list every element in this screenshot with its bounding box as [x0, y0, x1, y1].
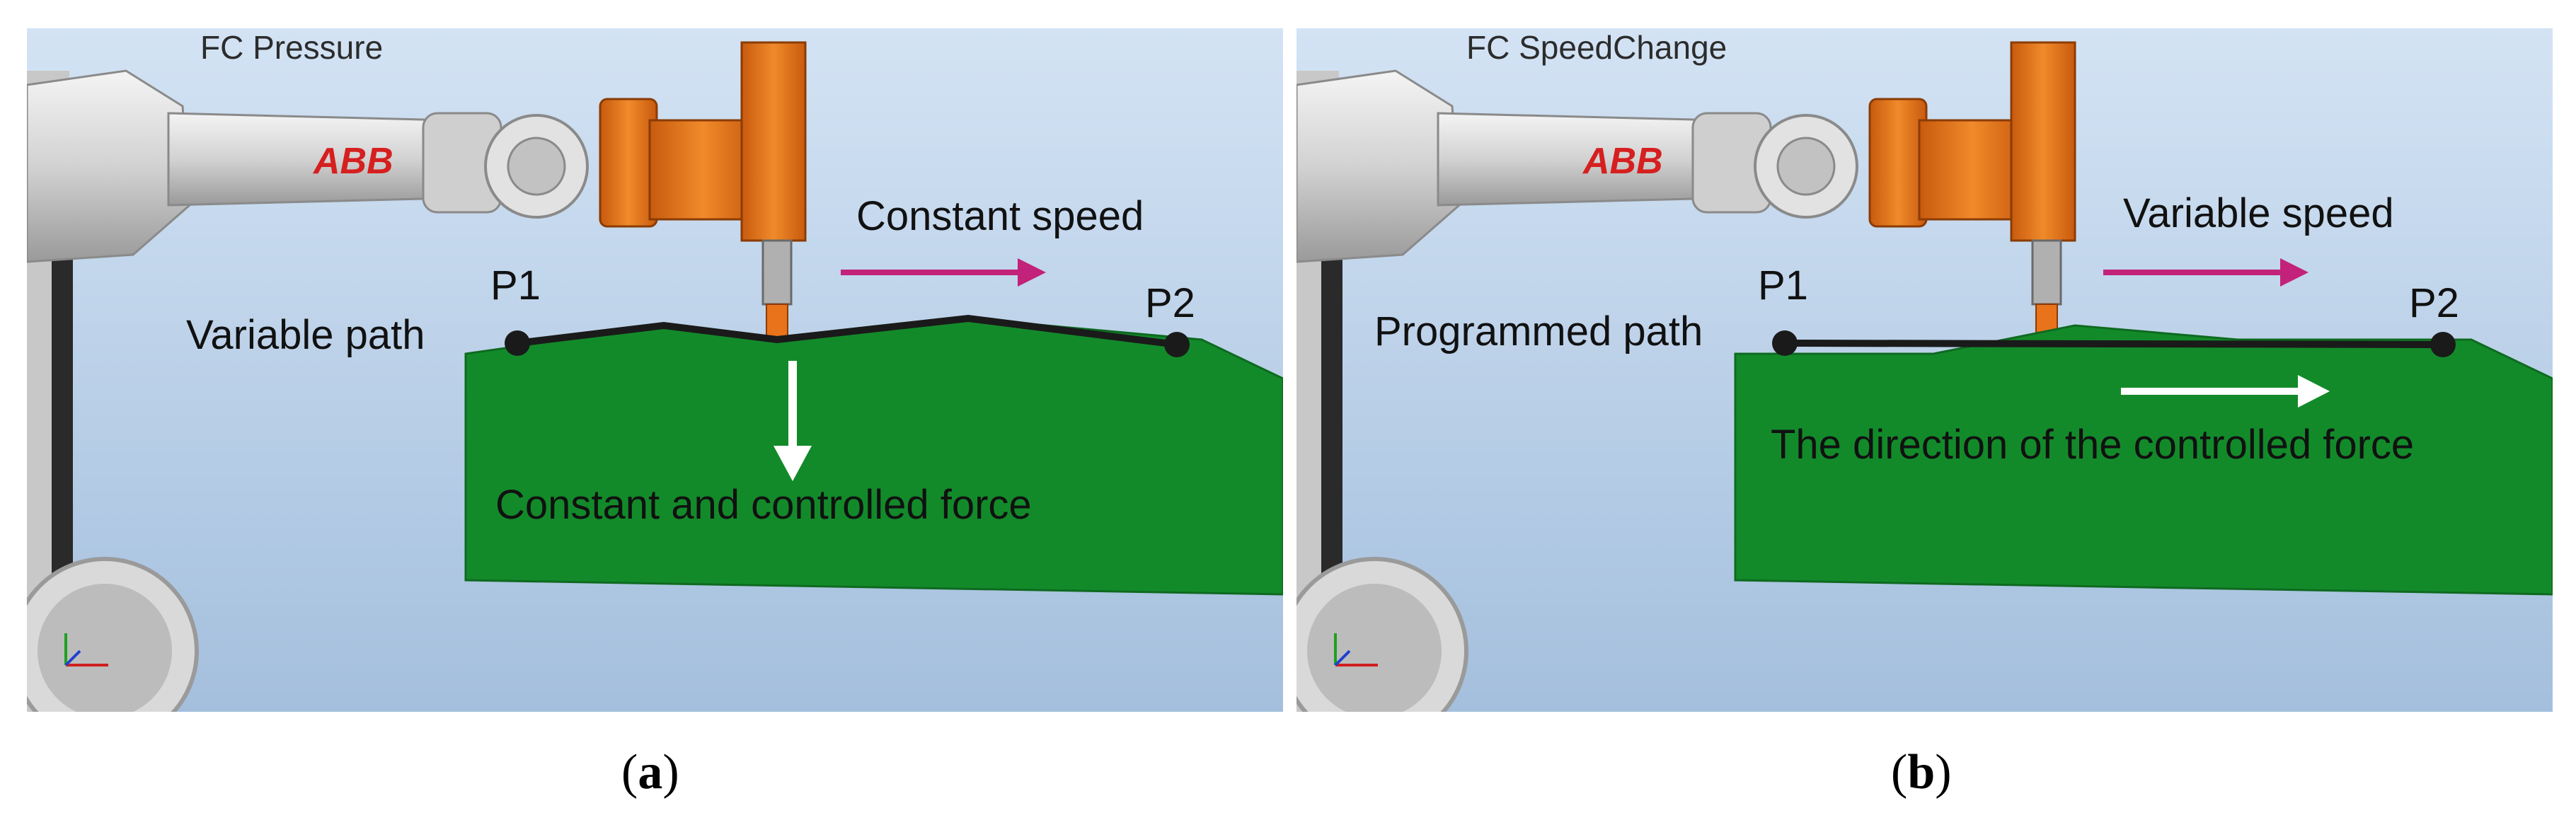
magenta-arrow-icon	[2103, 258, 2308, 287]
speed-label: Constant speed	[856, 193, 1144, 239]
panel-fc-speedchange: FC SpeedChange ABB Variable speed P1 P2 …	[1296, 28, 2553, 712]
scene-title: FC SpeedChange	[1466, 29, 1727, 66]
panel-fc-pressure: FC Pressure ABB Constant speed P1 P2 Var…	[27, 28, 1283, 712]
point-p2-marker	[2430, 332, 2456, 357]
scene-title: FC Pressure	[200, 29, 384, 66]
white-arrow-icon	[774, 361, 812, 481]
white-arrow-icon	[2121, 375, 2330, 408]
point-p1-marker	[505, 330, 530, 356]
axis-triad-icon	[1334, 633, 1378, 667]
caption-a-letter: a	[638, 745, 663, 800]
point-p1-label: P1	[1758, 262, 1808, 308]
point-p2-label: P2	[1145, 280, 1195, 326]
caption-a-open: (	[621, 745, 638, 800]
robot-arm	[1296, 69, 1858, 263]
workpiece	[464, 317, 1283, 596]
force-label: The direction of the controlled force	[1771, 422, 2415, 468]
caption-b-letter: b	[1907, 745, 1936, 800]
caption-b: (b)	[1891, 744, 1952, 801]
force-sensor-tool	[599, 41, 807, 367]
scene-fc-speedchange	[1296, 28, 2553, 712]
caption-a-close: )	[662, 745, 679, 800]
axis-triad-icon	[64, 633, 108, 667]
abb-logo: ABB	[1583, 141, 1663, 182]
force-sensor-tool	[1868, 41, 2076, 353]
point-p1-label: P1	[490, 262, 541, 308]
point-p1-marker	[1772, 330, 1798, 356]
speed-label: Variable speed	[2123, 190, 2394, 236]
path-label: Variable path	[186, 312, 425, 358]
variable-path-line	[517, 314, 1178, 348]
caption-b-close: )	[1935, 745, 1952, 800]
magenta-arrow-icon	[841, 258, 1046, 287]
scene-fc-pressure	[27, 28, 1283, 712]
path-label: Programmed path	[1374, 308, 1703, 354]
point-p2-label: P2	[2409, 280, 2459, 326]
force-label: Constant and controlled force	[495, 482, 1032, 528]
programmed-path-line	[1784, 340, 2444, 348]
robot-arm	[27, 69, 589, 263]
point-p2-marker	[1164, 332, 1190, 357]
caption-b-open: (	[1891, 745, 1908, 800]
abb-logo: ABB	[314, 141, 393, 182]
caption-a: (a)	[621, 744, 679, 801]
